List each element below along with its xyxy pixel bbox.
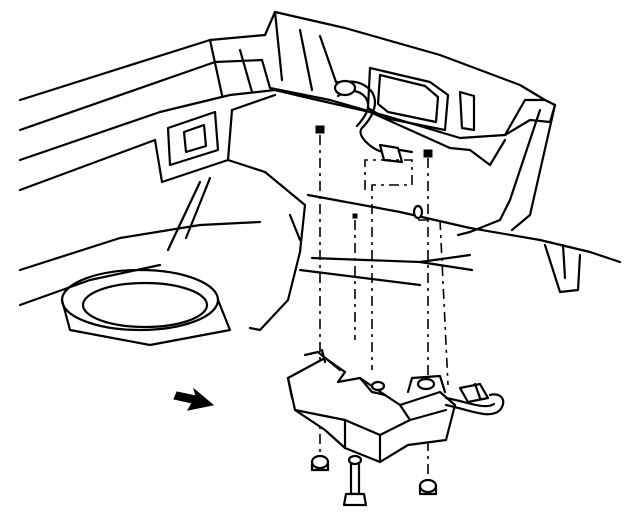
mounting-studs (315, 125, 433, 220)
rear-body-panel (18, 33, 277, 192)
wiring-harness (333, 79, 414, 164)
fasteners (310, 454, 438, 507)
tail-panel (260, 10, 557, 237)
spare-wheel-well (60, 268, 232, 347)
lamp-opening (366, 66, 476, 132)
connector-pigtail (444, 382, 505, 416)
direction-arrow-icon (173, 387, 215, 411)
module-bracket (286, 348, 457, 464)
trunk-floor (18, 158, 622, 332)
side-bracket (166, 110, 220, 167)
